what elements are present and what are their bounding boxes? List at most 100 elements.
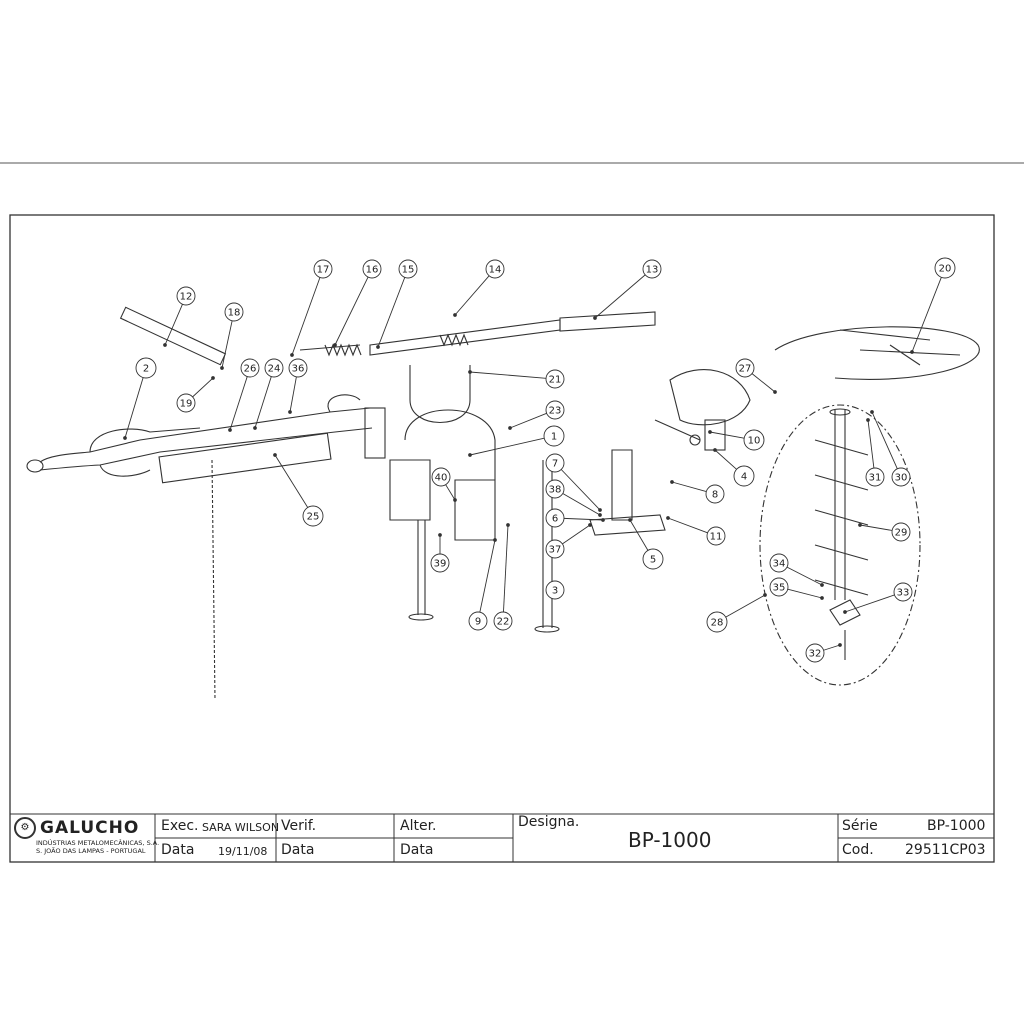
- callout-leader: [124, 377, 144, 439]
- callout-leader-dot: [858, 523, 862, 527]
- alter-label: Alter.: [400, 818, 437, 834]
- callout-circle: [743, 429, 765, 451]
- callout-32: 32: [805, 643, 842, 663]
- callout-leader: [454, 275, 490, 316]
- callout-24: 24: [253, 358, 284, 430]
- callout-leader-dot: [290, 353, 294, 357]
- callout-leader: [509, 412, 547, 429]
- callout-39: 39: [430, 533, 450, 573]
- callout-13: 13: [593, 259, 662, 320]
- callout-14: 14: [453, 259, 505, 317]
- callout-number: 13: [646, 265, 659, 276]
- callout-circle: [313, 259, 333, 279]
- callout-leader: [479, 539, 496, 613]
- callout-31: 31: [865, 418, 885, 487]
- callout-leader: [786, 566, 823, 586]
- callout-leader: [911, 277, 942, 353]
- callout-circle: [468, 611, 488, 631]
- callout-number: 31: [869, 473, 882, 484]
- data-label-2: Data: [281, 842, 315, 858]
- callout-leader: [787, 588, 823, 599]
- callout-leader: [334, 276, 369, 346]
- callout-26: 26: [228, 358, 260, 432]
- callout-leader: [221, 320, 233, 369]
- callout-leader: [629, 519, 649, 551]
- callout-number: 18: [228, 308, 241, 319]
- callout-10: 10: [708, 429, 765, 451]
- callout-leader-dot: [453, 313, 457, 317]
- callout-9: 9: [468, 538, 497, 631]
- callout-circle: [493, 611, 513, 631]
- callout-leader-dot: [773, 390, 777, 394]
- callout-38: 38: [545, 479, 602, 517]
- callout-circle: [264, 358, 284, 378]
- callout-circle: [485, 259, 505, 279]
- callout-leader-dot: [866, 418, 870, 422]
- top-link-bar: [299, 311, 656, 356]
- callout-35: 35: [769, 577, 824, 600]
- callout-4: 4: [713, 448, 755, 487]
- data-label-3: Data: [400, 842, 434, 858]
- mast-assembly: [389, 365, 496, 621]
- callout-circle: [545, 369, 565, 389]
- callout-circle: [733, 465, 755, 487]
- callout-2: 2: [123, 357, 157, 440]
- cod-value: 29511CP03: [905, 842, 986, 858]
- callout-30: 30: [870, 410, 911, 487]
- callout-number: 26: [244, 364, 257, 375]
- callout-leader: [445, 484, 456, 501]
- callout-circle: [545, 479, 565, 499]
- company-line-1: INDÚSTRIAS METALOMECÂNICAS, S.A.: [36, 839, 160, 847]
- callout-circle: [706, 611, 728, 633]
- callout-number: 24: [268, 364, 281, 375]
- callout-leader-dot: [163, 343, 167, 347]
- callout-leader-dot: [870, 410, 874, 414]
- callout-leader-dot: [220, 366, 224, 370]
- callout-leader: [823, 644, 841, 651]
- spring: [324, 343, 362, 357]
- callout-leader-dot: [628, 518, 632, 522]
- callout-20: 20: [910, 257, 956, 354]
- callout-leader: [667, 517, 708, 534]
- callout-leader: [377, 277, 406, 348]
- callout-23: 23: [508, 400, 565, 430]
- data-value-1: 19/11/08: [218, 845, 268, 858]
- callout-leader: [503, 524, 509, 613]
- callout-leader-dot: [910, 350, 914, 354]
- callout-5: 5: [628, 518, 664, 570]
- callout-36: 36: [288, 358, 308, 414]
- callout-circle: [362, 259, 382, 279]
- callout-circle: [545, 580, 565, 600]
- callout-circle: [176, 393, 196, 413]
- callout-number: 38: [549, 485, 562, 496]
- callout-19: 19: [176, 376, 215, 413]
- auger: [814, 408, 869, 660]
- callout-leader: [871, 411, 898, 469]
- callout-number: 14: [489, 265, 502, 276]
- callout-11: 11: [666, 516, 726, 546]
- callout-circle: [706, 526, 726, 546]
- callout-leader-dot: [593, 316, 597, 320]
- callout-7: 7: [545, 453, 602, 512]
- callout-leader-dot: [468, 453, 472, 457]
- callout-leader-dot: [601, 518, 605, 522]
- callout-1: 1: [468, 425, 565, 457]
- callout-leader: [671, 481, 707, 493]
- callout-leader-dot: [838, 643, 842, 647]
- callout-circle: [769, 553, 789, 573]
- callout-22: 22: [493, 523, 513, 631]
- callout-number: 3: [552, 586, 558, 597]
- callout-circle: [705, 484, 725, 504]
- callout-circle: [135, 357, 157, 379]
- callout-number: 34: [773, 559, 786, 570]
- callout-40: 40: [431, 467, 457, 502]
- callout-leader: [725, 594, 766, 618]
- callout-number: 4: [741, 472, 747, 483]
- callout-number: 40: [435, 473, 448, 484]
- adjust-bar: [119, 306, 227, 366]
- exec-value: SARA WILSON: [202, 821, 280, 834]
- callout-circle: [430, 553, 450, 573]
- callout-leader: [562, 524, 591, 545]
- callout-circle: [642, 259, 662, 279]
